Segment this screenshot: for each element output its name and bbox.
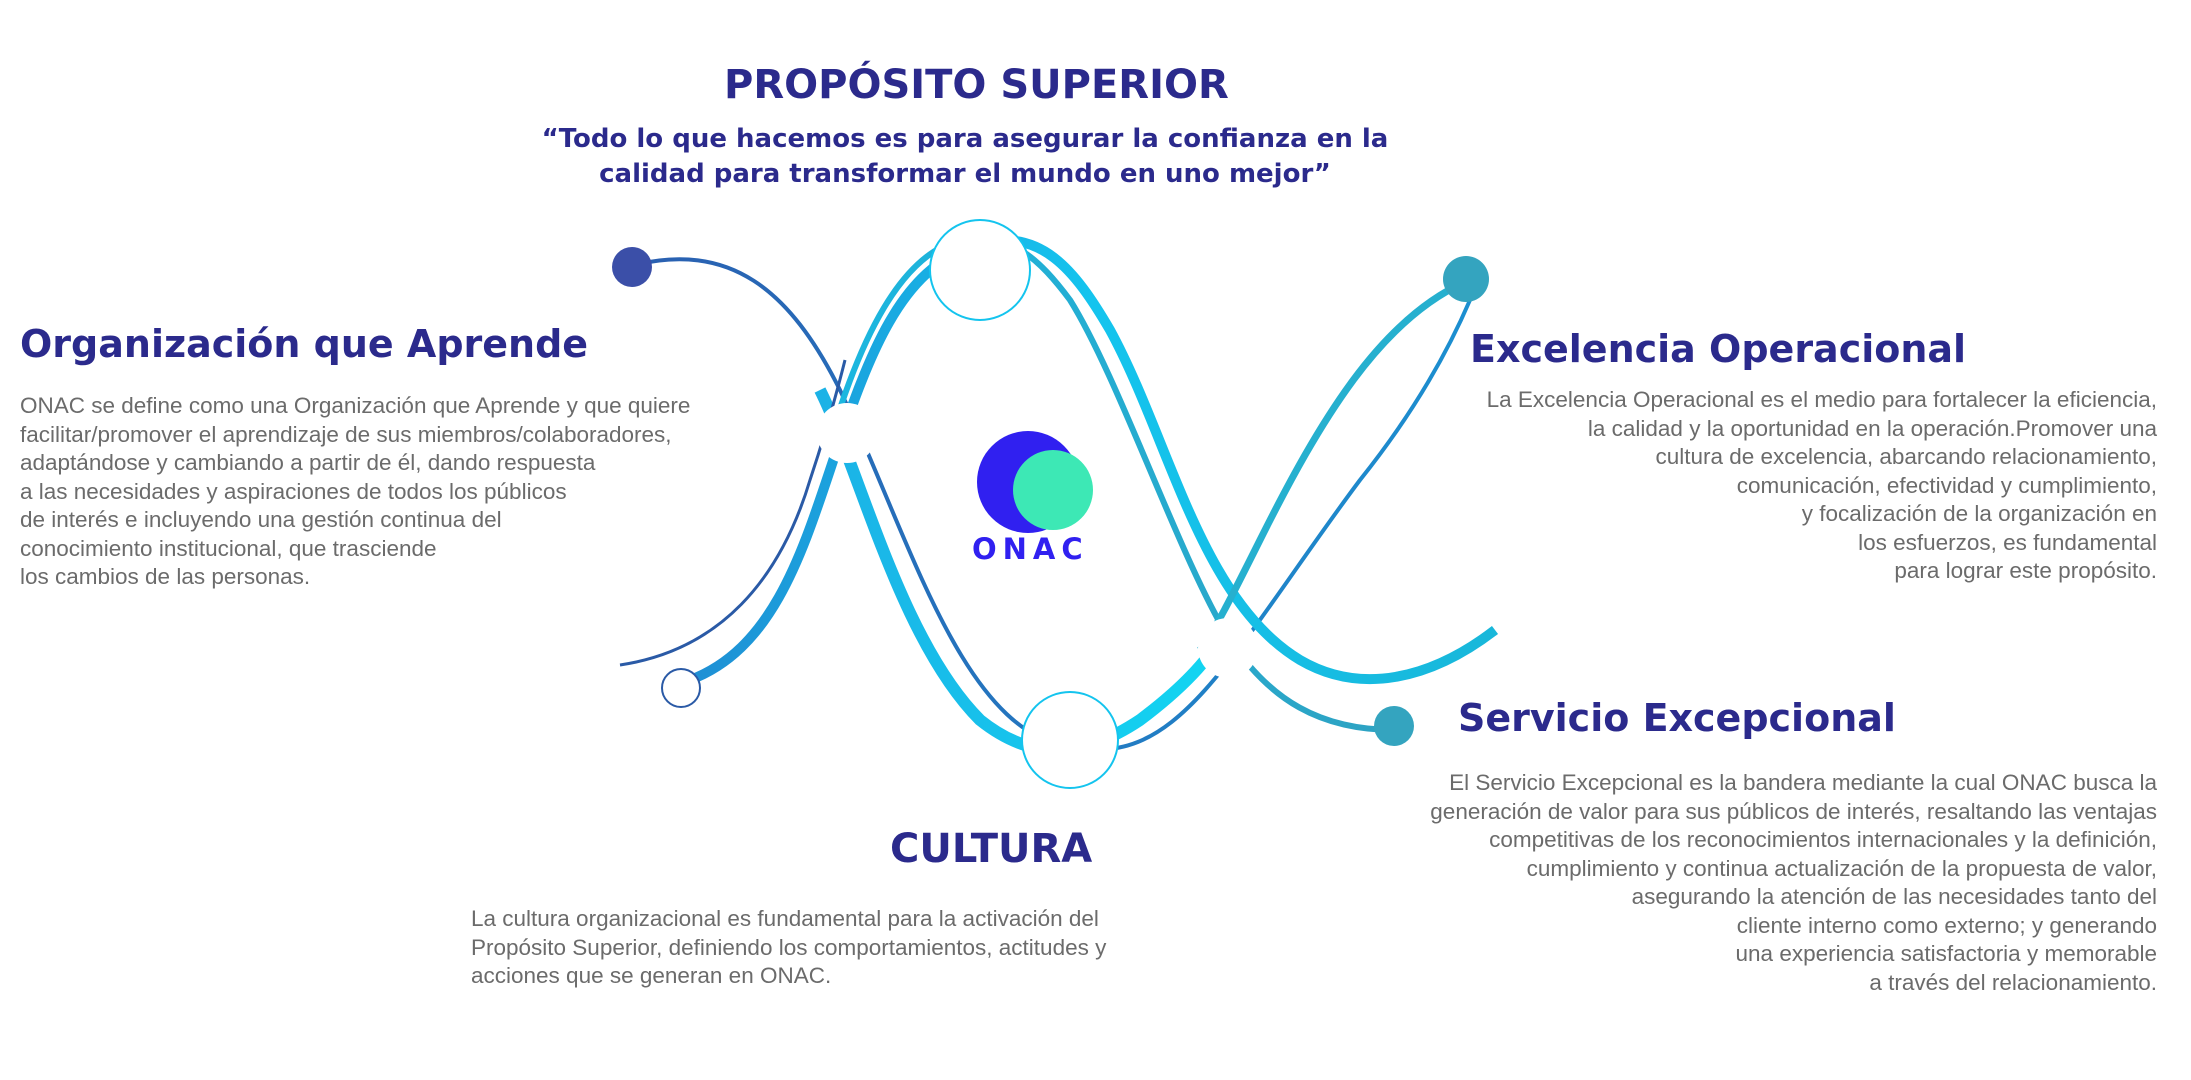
organizacion-title: Organización que Aprende — [20, 322, 589, 366]
node-ring-left — [661, 668, 701, 708]
text-line: la calidad y la oportunidad en la operac… — [1587, 415, 2157, 441]
text-line: cultura de excelencia, abarcando relacio… — [1655, 444, 2157, 469]
text-line: La cultura organizacional es fundamental… — [471, 906, 1099, 931]
proposito-quote: “Todo lo que hacemos es para asegurar la… — [515, 122, 1415, 192]
curve-cultura — [814, 387, 1231, 756]
servicio-title: Servicio Excepcional — [1458, 696, 1896, 740]
node-cultura — [1021, 691, 1119, 789]
dot-servicio — [1374, 706, 1414, 746]
node-excelencia — [1198, 618, 1258, 678]
text-line: competitivas de los reconocimientos inte… — [1489, 827, 2157, 852]
text-line: adaptándose y cambiando a partir de él, … — [20, 450, 596, 475]
text-line: de interés e incluyendo una gestión cont… — [20, 507, 502, 532]
dot-excelencia — [1443, 256, 1489, 302]
text-line: cliente interno como externo; y generand… — [1736, 912, 2157, 938]
text-line: Propósito Superior, definiendo los compo… — [471, 934, 1107, 960]
text-line: acciones que se generan en ONAC. — [471, 963, 832, 988]
curve-main — [688, 235, 1499, 685]
text-line: asegurando la atención de las necesidade… — [1631, 884, 2157, 909]
excelencia-title: Excelencia Operacional — [1470, 327, 1967, 371]
text-line: comunicación, efectividad y cumplimiento… — [1736, 472, 2157, 498]
text-line: conocimiento institucional, que trascien… — [20, 535, 437, 561]
curve-left-thin — [619, 359, 847, 667]
text-line: para lograr este propósito. — [1894, 558, 2157, 583]
quote-line: calidad para transformar el mundo en uno… — [599, 159, 1331, 189]
text-line: y focalización de la organización en — [1801, 501, 2157, 526]
node-proposito — [929, 219, 1031, 321]
cultura-text: La cultura organizacional es fundamental… — [471, 905, 1106, 991]
organizacion-text: ONAC se define como una Organización que… — [20, 392, 690, 592]
servicio-text: El Servicio Excepcional es la bandera me… — [1430, 769, 2157, 997]
cultura-title: CULTURA — [890, 826, 1093, 872]
text-line: una experiencia satisfactoria y memorabl… — [1735, 941, 2157, 966]
text-line: a través del relacionamiento. — [1869, 969, 2157, 995]
text-line: cumplimiento y continua actualización de… — [1526, 855, 2157, 881]
onac-logo-icon — [977, 431, 1093, 533]
quote-line: “Todo lo que hacemos es para asegurar la… — [541, 124, 1389, 154]
node-organizacion — [817, 403, 877, 463]
text-line: La Excelencia Operacional es el medio pa… — [1486, 387, 2157, 412]
excelencia-text: La Excelencia Operacional es el medio pa… — [1487, 386, 2157, 586]
dot-organizacion — [612, 247, 652, 287]
text-line: facilitar/promover el aprendizaje de sus… — [20, 421, 672, 447]
proposito-title: PROPÓSITO SUPERIOR — [724, 62, 1229, 108]
text-line: los cambios de las personas. — [20, 564, 311, 589]
curve-proposito — [827, 235, 1396, 733]
text-line: a las necesidades y aspiraciones de todo… — [20, 478, 567, 504]
text-line: ONAC se define como una Organización que… — [20, 393, 691, 418]
onac-logo-text: ONAC — [972, 532, 1089, 566]
text-line: generación de valor para sus públicos de… — [1430, 798, 2157, 824]
text-line: los esfuerzos, es fundamental — [1858, 529, 2157, 555]
text-line: El Servicio Excepcional es la bandera me… — [1449, 770, 2157, 795]
